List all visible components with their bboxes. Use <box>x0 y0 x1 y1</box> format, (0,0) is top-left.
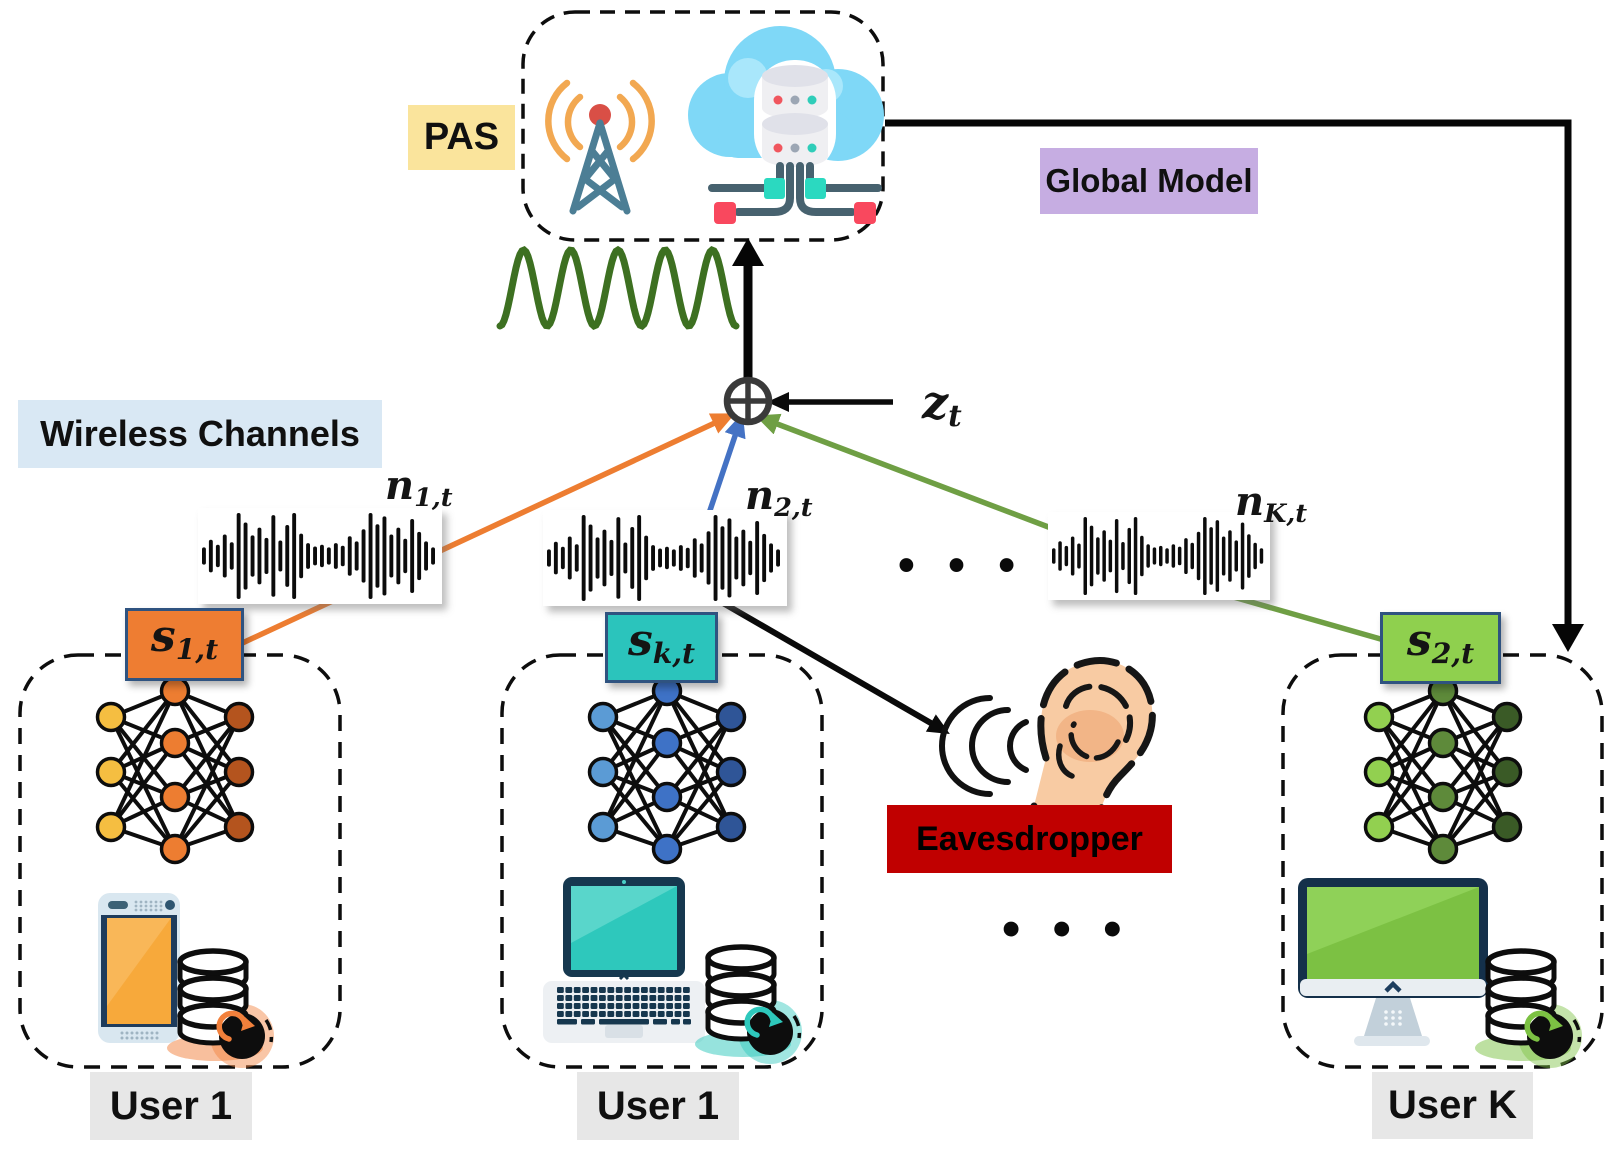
circled-plus-icon <box>723 376 773 426</box>
radio-tower-icon <box>545 79 655 215</box>
desktop-monitor-icon <box>1298 878 1488 1046</box>
userK-channel-line <box>1229 593 1385 643</box>
waveform-icon-2 <box>543 510 787 606</box>
pas-dashed-box <box>521 10 885 242</box>
global-model-broadcast-arrow <box>885 119 1584 652</box>
wireless-channels-label: Wireless Channels <box>18 400 382 468</box>
userK-label: User K <box>1372 1072 1533 1139</box>
global-model-label: Global Model <box>1040 148 1258 214</box>
userk-label: User 1 <box>577 1072 739 1140</box>
user1-uplink-arrow <box>234 413 736 649</box>
userk-dashed-box <box>500 653 824 1069</box>
waveform-icon-1 <box>198 508 442 604</box>
eavesdrop-leak-arrow <box>721 600 950 735</box>
waveform-icon-3 <box>1048 512 1270 600</box>
user1-label: User 1 <box>90 1072 252 1140</box>
eavesdropper-label: Eavesdropper <box>887 805 1172 873</box>
userK-dashed-box <box>1281 653 1604 1069</box>
database-sync-icons <box>167 944 1582 1068</box>
users-ellipsis: • • • <box>898 539 1026 592</box>
eavesdropper-ellipsis: • • • <box>1002 900 1131 958</box>
user1-dashed-box <box>18 653 342 1069</box>
userK-uplink-arrow <box>755 413 1052 531</box>
sine-wave-icon <box>496 245 740 330</box>
laptop-icon <box>543 877 705 1043</box>
pas-label: PAS <box>408 105 515 170</box>
smartphone-icon <box>98 893 180 1043</box>
cloud-server-icon <box>688 26 884 224</box>
neural-network-icons <box>95 675 1523 865</box>
